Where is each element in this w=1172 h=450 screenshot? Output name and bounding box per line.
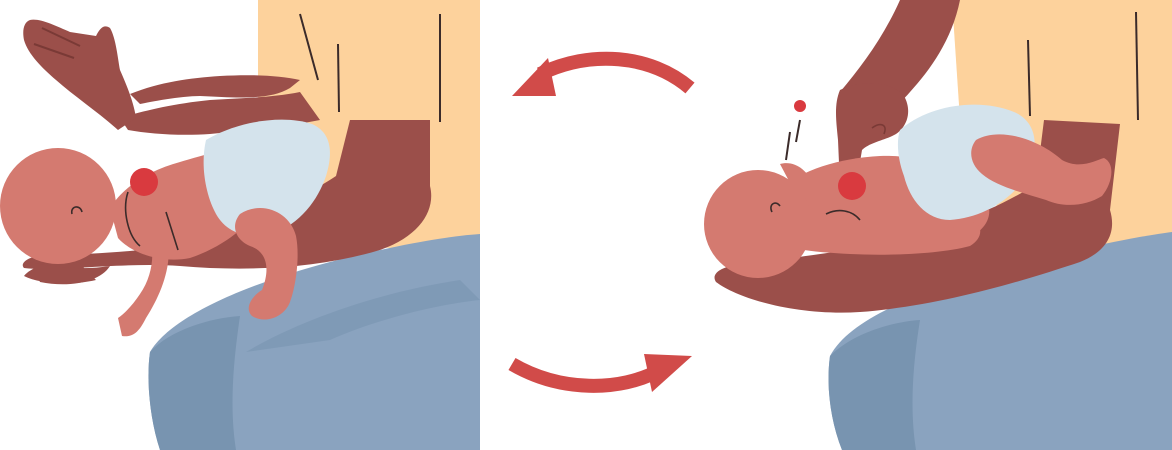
adult-lap-right	[828, 232, 1172, 450]
impact-spot-back	[130, 168, 158, 196]
baby-leg-left	[235, 208, 298, 320]
arrow-bottom-right-icon	[508, 357, 664, 393]
baby-diaper-right	[897, 104, 1035, 220]
baby-leg-right	[971, 134, 1112, 205]
arrow-top-left-icon	[536, 51, 695, 94]
baby-head-left	[0, 148, 116, 264]
impact-spot-chest	[838, 172, 866, 200]
baby-arm-right	[768, 222, 981, 255]
adult-support-arm	[22, 120, 432, 269]
baby-diaper-left	[203, 119, 330, 236]
cycle-arrows	[508, 51, 695, 393]
adult-striking-arm	[130, 75, 300, 104]
baby-head-right	[704, 170, 812, 278]
back-blows-panel	[0, 0, 480, 450]
expelled-object-icon	[794, 100, 806, 112]
baby-arm-left	[118, 232, 169, 337]
chest-thrusts-panel	[704, 0, 1172, 450]
adult-support-arm-right	[714, 120, 1120, 313]
adult-striking-hand	[23, 19, 136, 131]
